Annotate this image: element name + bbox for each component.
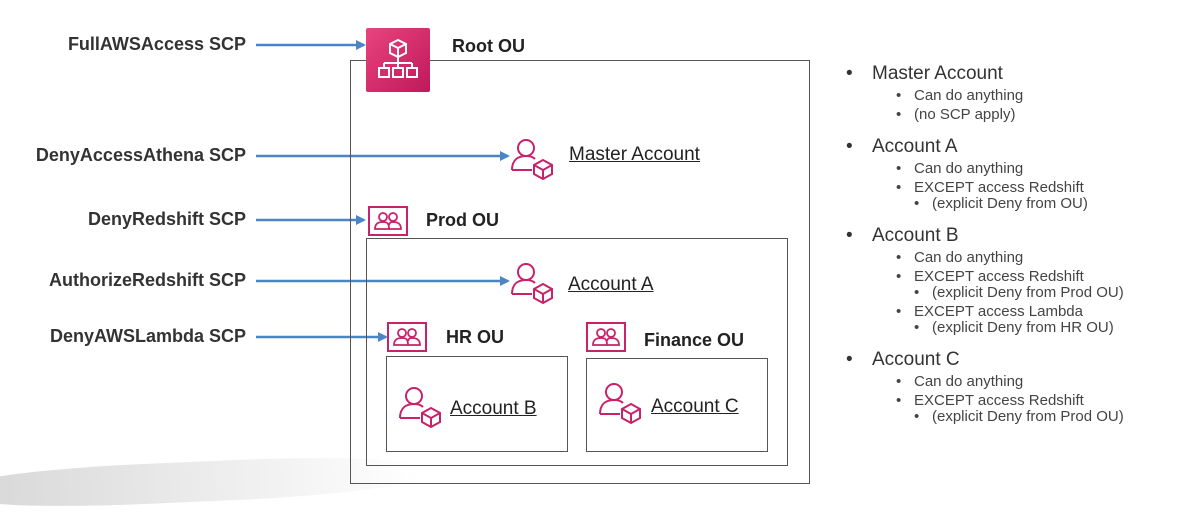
account-c-icon: [599, 383, 641, 424]
finance-ou-box: [586, 358, 768, 452]
master-account-label: Master Account: [569, 144, 700, 165]
note-item-continuation: (explicit Deny from Prod OU): [896, 285, 1176, 301]
note-account-c: Account C Can do anything EXCEPT access …: [846, 348, 1176, 425]
account-a-icon: [511, 263, 553, 304]
note-item-continuation: (explicit Deny from HR OU): [896, 320, 1176, 336]
note-title: Account A: [846, 135, 1176, 159]
note-title: Master Account: [846, 62, 1176, 86]
account-a-label: Account A: [568, 274, 654, 295]
master-account-icon: [511, 139, 553, 180]
finance-ou-icon: [586, 322, 626, 352]
arrows-layer: [256, 40, 510, 342]
root-ou-label: Root OU: [452, 36, 525, 56]
note-item: Can do anything: [896, 250, 1176, 266]
note-item: Can do anything: [896, 161, 1176, 177]
scp-label-authorizeredshift: AuthorizeRedshift SCP: [48, 270, 246, 290]
hr-ou-box: [386, 356, 568, 452]
finance-ou-label: Finance OU: [644, 330, 745, 350]
prod-ou-label: Prod OU: [426, 210, 500, 230]
account-c-label: Account C: [651, 396, 739, 417]
prod-ou-icon: [368, 206, 408, 236]
root-ou-box: [350, 60, 810, 484]
scp-label-denyredshift: DenyRedshift SCP: [87, 209, 246, 229]
note-item-continuation: (explicit Deny from Prod OU): [896, 409, 1176, 425]
note-item: (no SCP apply): [896, 107, 1176, 123]
note-title: Account B: [846, 224, 1176, 248]
note-title: Account C: [846, 348, 1176, 372]
hr-ou-icon: [387, 322, 427, 352]
organizations-icon: [366, 28, 430, 92]
hr-ou-label: HR OU: [446, 327, 504, 347]
note-account-a: Account A Can do anything EXCEPT access …: [846, 135, 1176, 212]
notes-list: Master Account Can do anything (no SCP a…: [846, 62, 1176, 437]
scp-label-denyaccessathena: DenyAccessAthena SCP: [35, 145, 246, 165]
note-item: EXCEPT access Lambda: [896, 304, 1176, 320]
note-item-continuation: (explicit Deny from OU): [896, 196, 1176, 212]
note-account-b: Account B Can do anything EXCEPT access …: [846, 224, 1176, 336]
account-b-icon: [399, 387, 441, 428]
scp-label-fullawsaccess: FullAWSAccess SCP: [67, 34, 246, 54]
account-b-label: Account B: [450, 398, 537, 419]
prod-ou-box: [366, 238, 788, 466]
note-master-account: Master Account Can do anything (no SCP a…: [846, 62, 1176, 123]
note-item: Can do anything: [896, 88, 1176, 104]
scp-label-denyawslambda: DenyAWSLambda SCP: [49, 326, 246, 346]
note-item: Can do anything: [896, 374, 1176, 390]
note-item: EXCEPT access Redshift: [896, 269, 1176, 285]
note-item: EXCEPT access Redshift: [896, 393, 1176, 409]
note-item: EXCEPT access Redshift: [896, 180, 1176, 196]
